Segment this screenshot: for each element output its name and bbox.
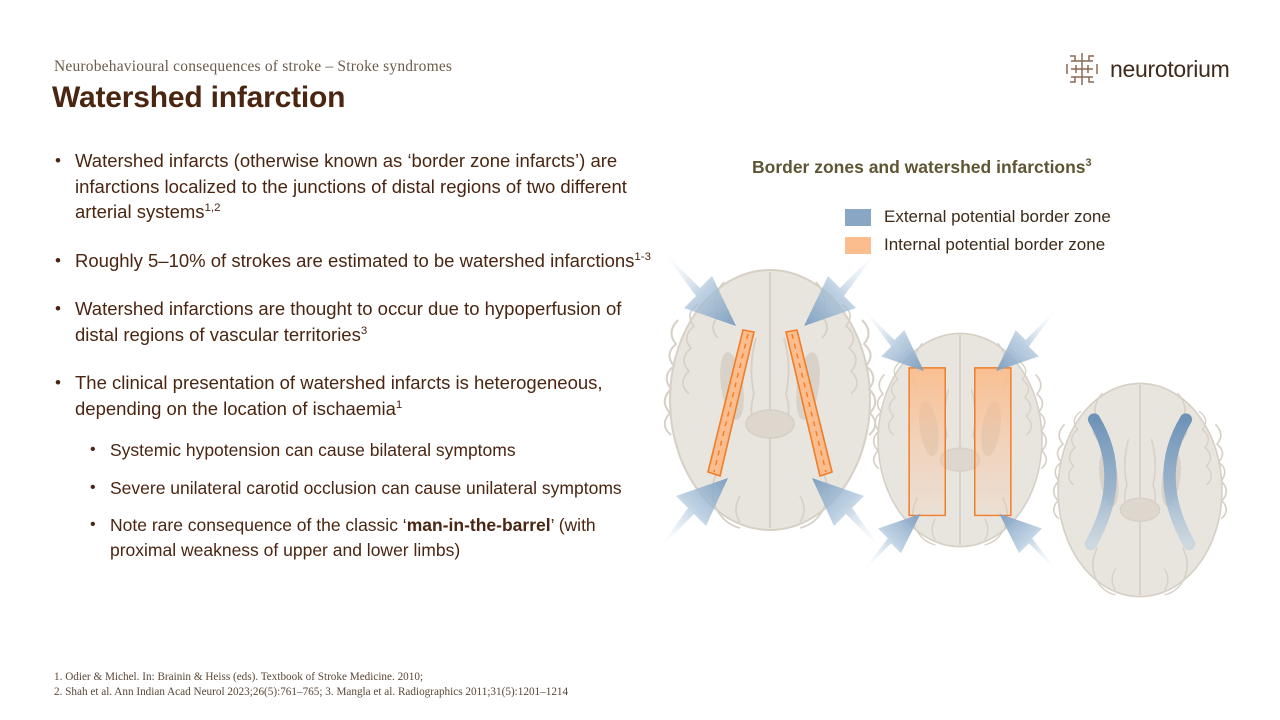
brain-diagram-left xyxy=(660,250,882,550)
neurotorium-mark-icon xyxy=(1063,50,1101,88)
figure-title: Border zones and watershed infarctions3 xyxy=(752,157,1092,178)
perfusion-arrows-left xyxy=(660,250,882,550)
sub-bullet-item: Severe unilateral carotid occlusion can … xyxy=(87,476,657,501)
sub-bullet-text-emphasis: man-in-the-barrel xyxy=(406,515,551,535)
brain-diagram-figure xyxy=(660,240,1260,620)
citation-marker: 1-3 xyxy=(634,250,651,263)
figure-legend: External potential border zone Internal … xyxy=(845,207,1111,263)
bullet-text: Watershed infarcts (otherwise known as ‘… xyxy=(75,150,627,222)
sub-bullet-text: Severe unilateral carotid occlusion can … xyxy=(110,477,622,498)
legend-item-internal: Internal potential border zone xyxy=(845,235,1111,255)
bullet-text: The clinical presentation of watershed i… xyxy=(75,372,603,419)
citation-marker: 1,2 xyxy=(204,201,221,214)
sub-bullet-item: Note rare consequence of the classic ‘ma… xyxy=(87,513,657,562)
citation-marker: 1 xyxy=(395,398,403,411)
sub-bullet-text-suffix: ’ (with proximal weakness of upper and l… xyxy=(110,515,596,560)
sub-bullet-text: Systemic hypotension can cause bilateral… xyxy=(110,440,516,460)
sub-bullet-list: Systemic hypotension can cause bilateral… xyxy=(52,438,657,562)
bullet-item: Roughly 5–10% of strokes are estimated t… xyxy=(52,248,657,274)
legend-swatch-external xyxy=(845,208,871,226)
external-border-zone-curves xyxy=(1084,413,1196,551)
sub-bullet-text-prefix: Note rare consequence of the classic ‘ xyxy=(110,515,407,535)
legend-swatch-internal xyxy=(845,236,871,254)
bullet-item: The clinical presentation of watershed i… xyxy=(52,370,657,421)
sub-bullet-item: Systemic hypotension can cause bilateral… xyxy=(87,438,657,463)
footnote-line: 1. Odier & Michel. In: Brainin & Heiss (… xyxy=(54,671,424,683)
bullet-text: Roughly 5–10% of strokes are estimated t… xyxy=(75,249,635,271)
brand-logo: neurotorium xyxy=(1063,50,1230,88)
internal-border-zone-bands-left xyxy=(707,329,833,478)
footnote-line: 2. Shah et al. Ann Indian Acad Neurol 20… xyxy=(54,686,569,698)
figure-title-citation: 3 xyxy=(1085,157,1092,170)
internal-border-zone-bands-middle xyxy=(908,367,1012,517)
brain-diagram-right xyxy=(1052,382,1228,598)
legend-label-external: External potential border zone xyxy=(884,207,1111,226)
bullet-item: Watershed infarcts (otherwise known as ‘… xyxy=(52,148,657,225)
page-title: Watershed infarction xyxy=(52,81,346,114)
slide-eyebrow: Neurobehavioural consequences of stroke … xyxy=(54,58,453,75)
legend-item-external: External potential border zone xyxy=(845,207,1111,227)
perfusion-arrows-middle xyxy=(861,307,1059,573)
brand-name: neurotorium xyxy=(1110,55,1230,82)
footnote-references: 1. Odier & Michel. In: Brainin & Heiss (… xyxy=(54,670,568,700)
citation-marker: 3 xyxy=(360,324,368,337)
content-bullet-list: Watershed infarcts (otherwise known as ‘… xyxy=(52,148,657,575)
brain-diagram-middle xyxy=(861,307,1059,573)
bullet-item: Watershed infarctions are thought to occ… xyxy=(52,296,657,347)
legend-label-internal: Internal potential border zone xyxy=(884,235,1106,254)
bullet-text: Watershed infarctions are thought to occ… xyxy=(75,298,622,345)
figure-title-text: Border zones and watershed infarctions xyxy=(752,157,1086,177)
